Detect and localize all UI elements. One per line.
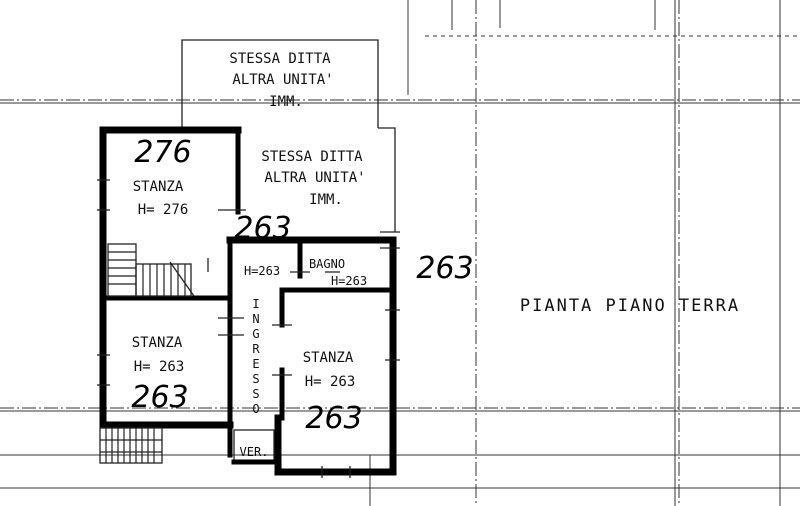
inside-label-line1: STESSA DITTA [261, 149, 363, 165]
drawing-title: PIANTA PIANO TERRA [520, 296, 740, 316]
ingresso-letter: R [252, 342, 260, 356]
veranda-label: VER. [240, 445, 269, 459]
ingresso-letter: E [252, 357, 259, 371]
room-4-handwritten-height: 263 [305, 401, 362, 436]
room-2-name: STANZA [132, 335, 183, 351]
ingresso-letter: N [252, 312, 259, 326]
outside-label-line1: STESSA DITTA [229, 51, 331, 67]
corridor-handwritten-height: 263 [234, 211, 291, 246]
outside-label-line2: ALTRA UNITA' [232, 72, 333, 88]
exterior-steps-icon [99, 427, 163, 464]
room-1-name: STANZA [133, 179, 184, 195]
corridor-height: H=263 [244, 264, 280, 278]
room-1-handwritten-height: 276 [134, 135, 191, 170]
inside-label-line3: IMM. [309, 192, 343, 208]
outside-label-line3: IMM. [269, 94, 303, 110]
room-2-height: H= 263 [134, 359, 185, 375]
room-4-name: STANZA [303, 350, 354, 366]
room-4-height: H= 263 [305, 374, 356, 390]
ingresso-letter: G [252, 327, 259, 341]
ingresso-letter: I [252, 297, 259, 311]
building-walls [99, 126, 397, 476]
adjacent-unit-outline [181, 39, 396, 232]
inside-label-line2: ALTRA UNITA' [264, 170, 365, 186]
staircase-icon [107, 243, 195, 297]
ingresso-letter: O [252, 402, 259, 416]
ingresso-label: I N G R E S S O [252, 297, 260, 416]
ingresso-letter: S [252, 372, 259, 386]
side-handwritten-height: 263 [416, 251, 473, 286]
room-2-handwritten-height: 263 [131, 380, 188, 415]
room-3-name: BAGNO [309, 257, 345, 271]
room-3-height: H=263 [331, 274, 367, 288]
ingresso-letter: S [252, 387, 259, 401]
room-1-height: H= 276 [138, 202, 189, 218]
openings [97, 179, 400, 478]
